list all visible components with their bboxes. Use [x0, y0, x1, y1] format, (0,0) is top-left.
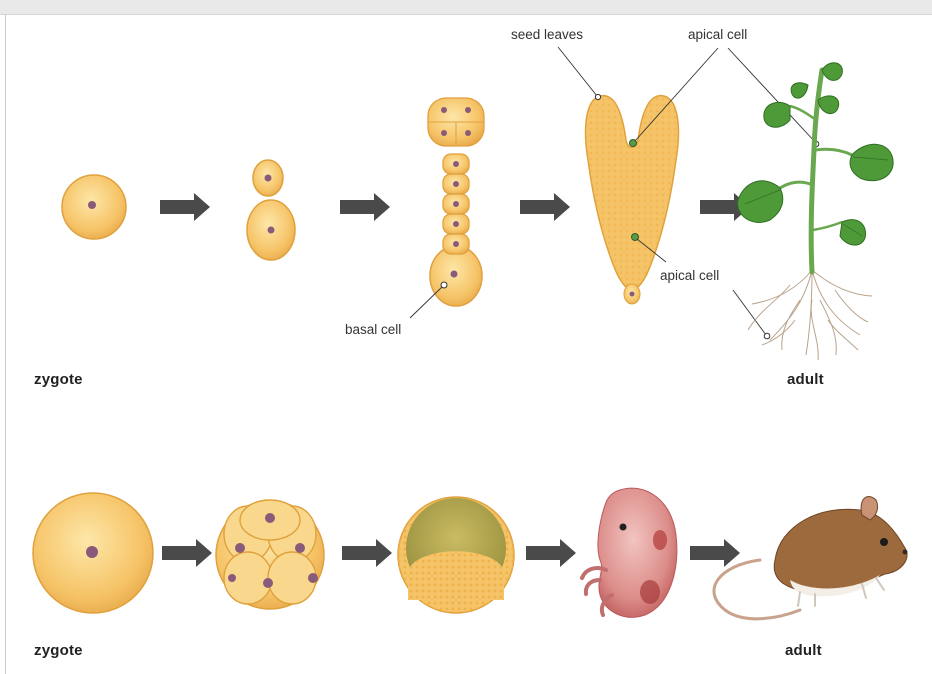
- basal-cell-callout: basal cell: [345, 322, 401, 337]
- embryo-icon: [582, 488, 677, 617]
- animal-zygote: [33, 493, 153, 613]
- right-arrow-icon: [162, 539, 212, 567]
- right-arrow-icon: [520, 193, 570, 221]
- animal-eight-cell: [216, 500, 324, 609]
- mouse-icon: [714, 496, 908, 618]
- plant-icon: [738, 63, 893, 360]
- seed-leaves-leader: [558, 47, 601, 100]
- apical-cell-bottom-callout: apical cell: [660, 268, 719, 283]
- plant-adult-label: adult: [787, 371, 824, 388]
- animal-adult-label: adult: [785, 642, 822, 659]
- apical-cell-top-callout: apical cell: [688, 27, 747, 42]
- right-arrow-icon: [342, 539, 392, 567]
- right-arrow-icon: [160, 193, 210, 221]
- plant-two-cell: [247, 160, 295, 260]
- right-arrow-icon: [690, 539, 740, 567]
- animal-blastula: [398, 497, 514, 613]
- plant-zygote: [62, 175, 126, 239]
- plant-zygote-label: zygote: [34, 371, 83, 388]
- nucleus: [88, 201, 96, 209]
- seed-leaves-callout: seed leaves: [511, 27, 583, 42]
- right-arrow-icon: [526, 539, 576, 567]
- apical-cell-bottom-leader: [637, 239, 770, 339]
- plant-filament: [428, 98, 484, 306]
- animal-zygote-label: zygote: [34, 642, 83, 659]
- right-arrow-icon: [340, 193, 390, 221]
